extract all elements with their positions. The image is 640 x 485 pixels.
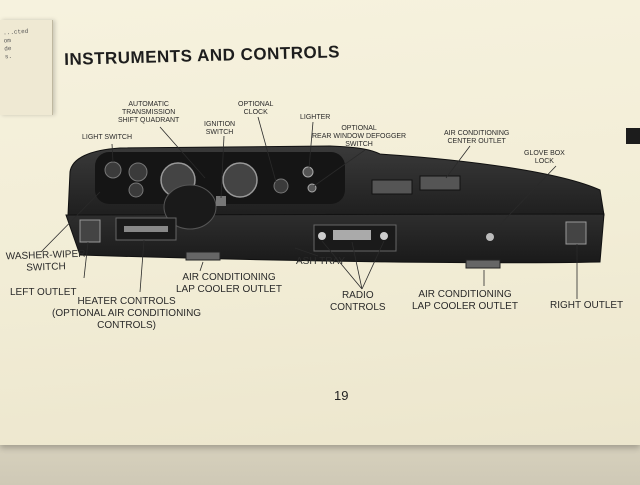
label-automatic-transmission: AUTOMATIC TRANSMISSION SHIFT QUADRANT bbox=[118, 101, 180, 124]
radio-knob-left bbox=[318, 232, 326, 240]
lighter-knob bbox=[302, 166, 314, 178]
left-outlet-shape bbox=[79, 219, 101, 243]
label-light-switch: LIGHT SWITCH bbox=[82, 134, 133, 141]
label-ac-center-outlet: AIR CONDITIONING CENTER OUTLET bbox=[444, 130, 510, 145]
clock-gauge bbox=[273, 178, 289, 194]
ignition-switch-shape bbox=[216, 196, 226, 206]
label-left-outlet: LEFT OUTLET bbox=[10, 287, 77, 298]
label-right-outlet: RIGHT OUTLET bbox=[550, 300, 624, 311]
label-ac-lap-cooler-left: AIR CONDITIONING LAP COOLER OUTLET bbox=[176, 272, 282, 295]
heater-control-slider bbox=[124, 226, 168, 232]
tachometer bbox=[222, 162, 258, 198]
label-washer-wiper-switch: WASHER-WIPER SWITCH bbox=[5, 248, 86, 274]
label-ash-tray: ASH TRAY bbox=[296, 256, 346, 267]
glove-box-lock-shape bbox=[486, 233, 494, 241]
label-lighter: LIGHTER bbox=[300, 114, 331, 121]
label-ignition-switch: IGNITION SWITCH bbox=[204, 121, 236, 136]
manual-page: ...cted om de s. INSTRUMENTS AND CONTROL… bbox=[0, 0, 640, 445]
previous-page-edge: ...cted om de s. bbox=[0, 20, 53, 115]
radio-dial bbox=[333, 230, 371, 240]
defogger-knob bbox=[307, 183, 317, 193]
right-outlet-shape bbox=[565, 221, 587, 245]
lap-cooler-right-shape bbox=[465, 259, 501, 269]
lap-cooler-left-shape bbox=[185, 251, 221, 261]
steering-hub bbox=[163, 184, 217, 230]
label-radio-controls: RADIO CONTROLS bbox=[330, 290, 386, 313]
page-number: 19 bbox=[334, 388, 349, 403]
radio-knob-right bbox=[380, 232, 388, 240]
section-tab-marker bbox=[626, 128, 640, 144]
label-optional-clock: OPTIONAL CLOCK bbox=[238, 101, 274, 116]
label-glove-box-lock: GLOVE BOX LOCK bbox=[524, 150, 565, 165]
gauge-small-3 bbox=[128, 182, 144, 198]
gauge-small-2 bbox=[128, 162, 148, 182]
label-ac-lap-cooler-right: AIR CONDITIONING LAP COOLER OUTLET bbox=[412, 289, 518, 312]
ac-center-outlet-left bbox=[371, 179, 413, 195]
label-rear-window-defogger: OPTIONAL REAR WINDOW DEFOGGER SWITCH bbox=[312, 125, 407, 148]
label-heater-controls: HEATER CONTROLS (OPTIONAL AIR CONDITIONI… bbox=[52, 296, 202, 331]
ac-center-outlet-right bbox=[419, 175, 461, 191]
gauge-left-small bbox=[104, 161, 122, 179]
